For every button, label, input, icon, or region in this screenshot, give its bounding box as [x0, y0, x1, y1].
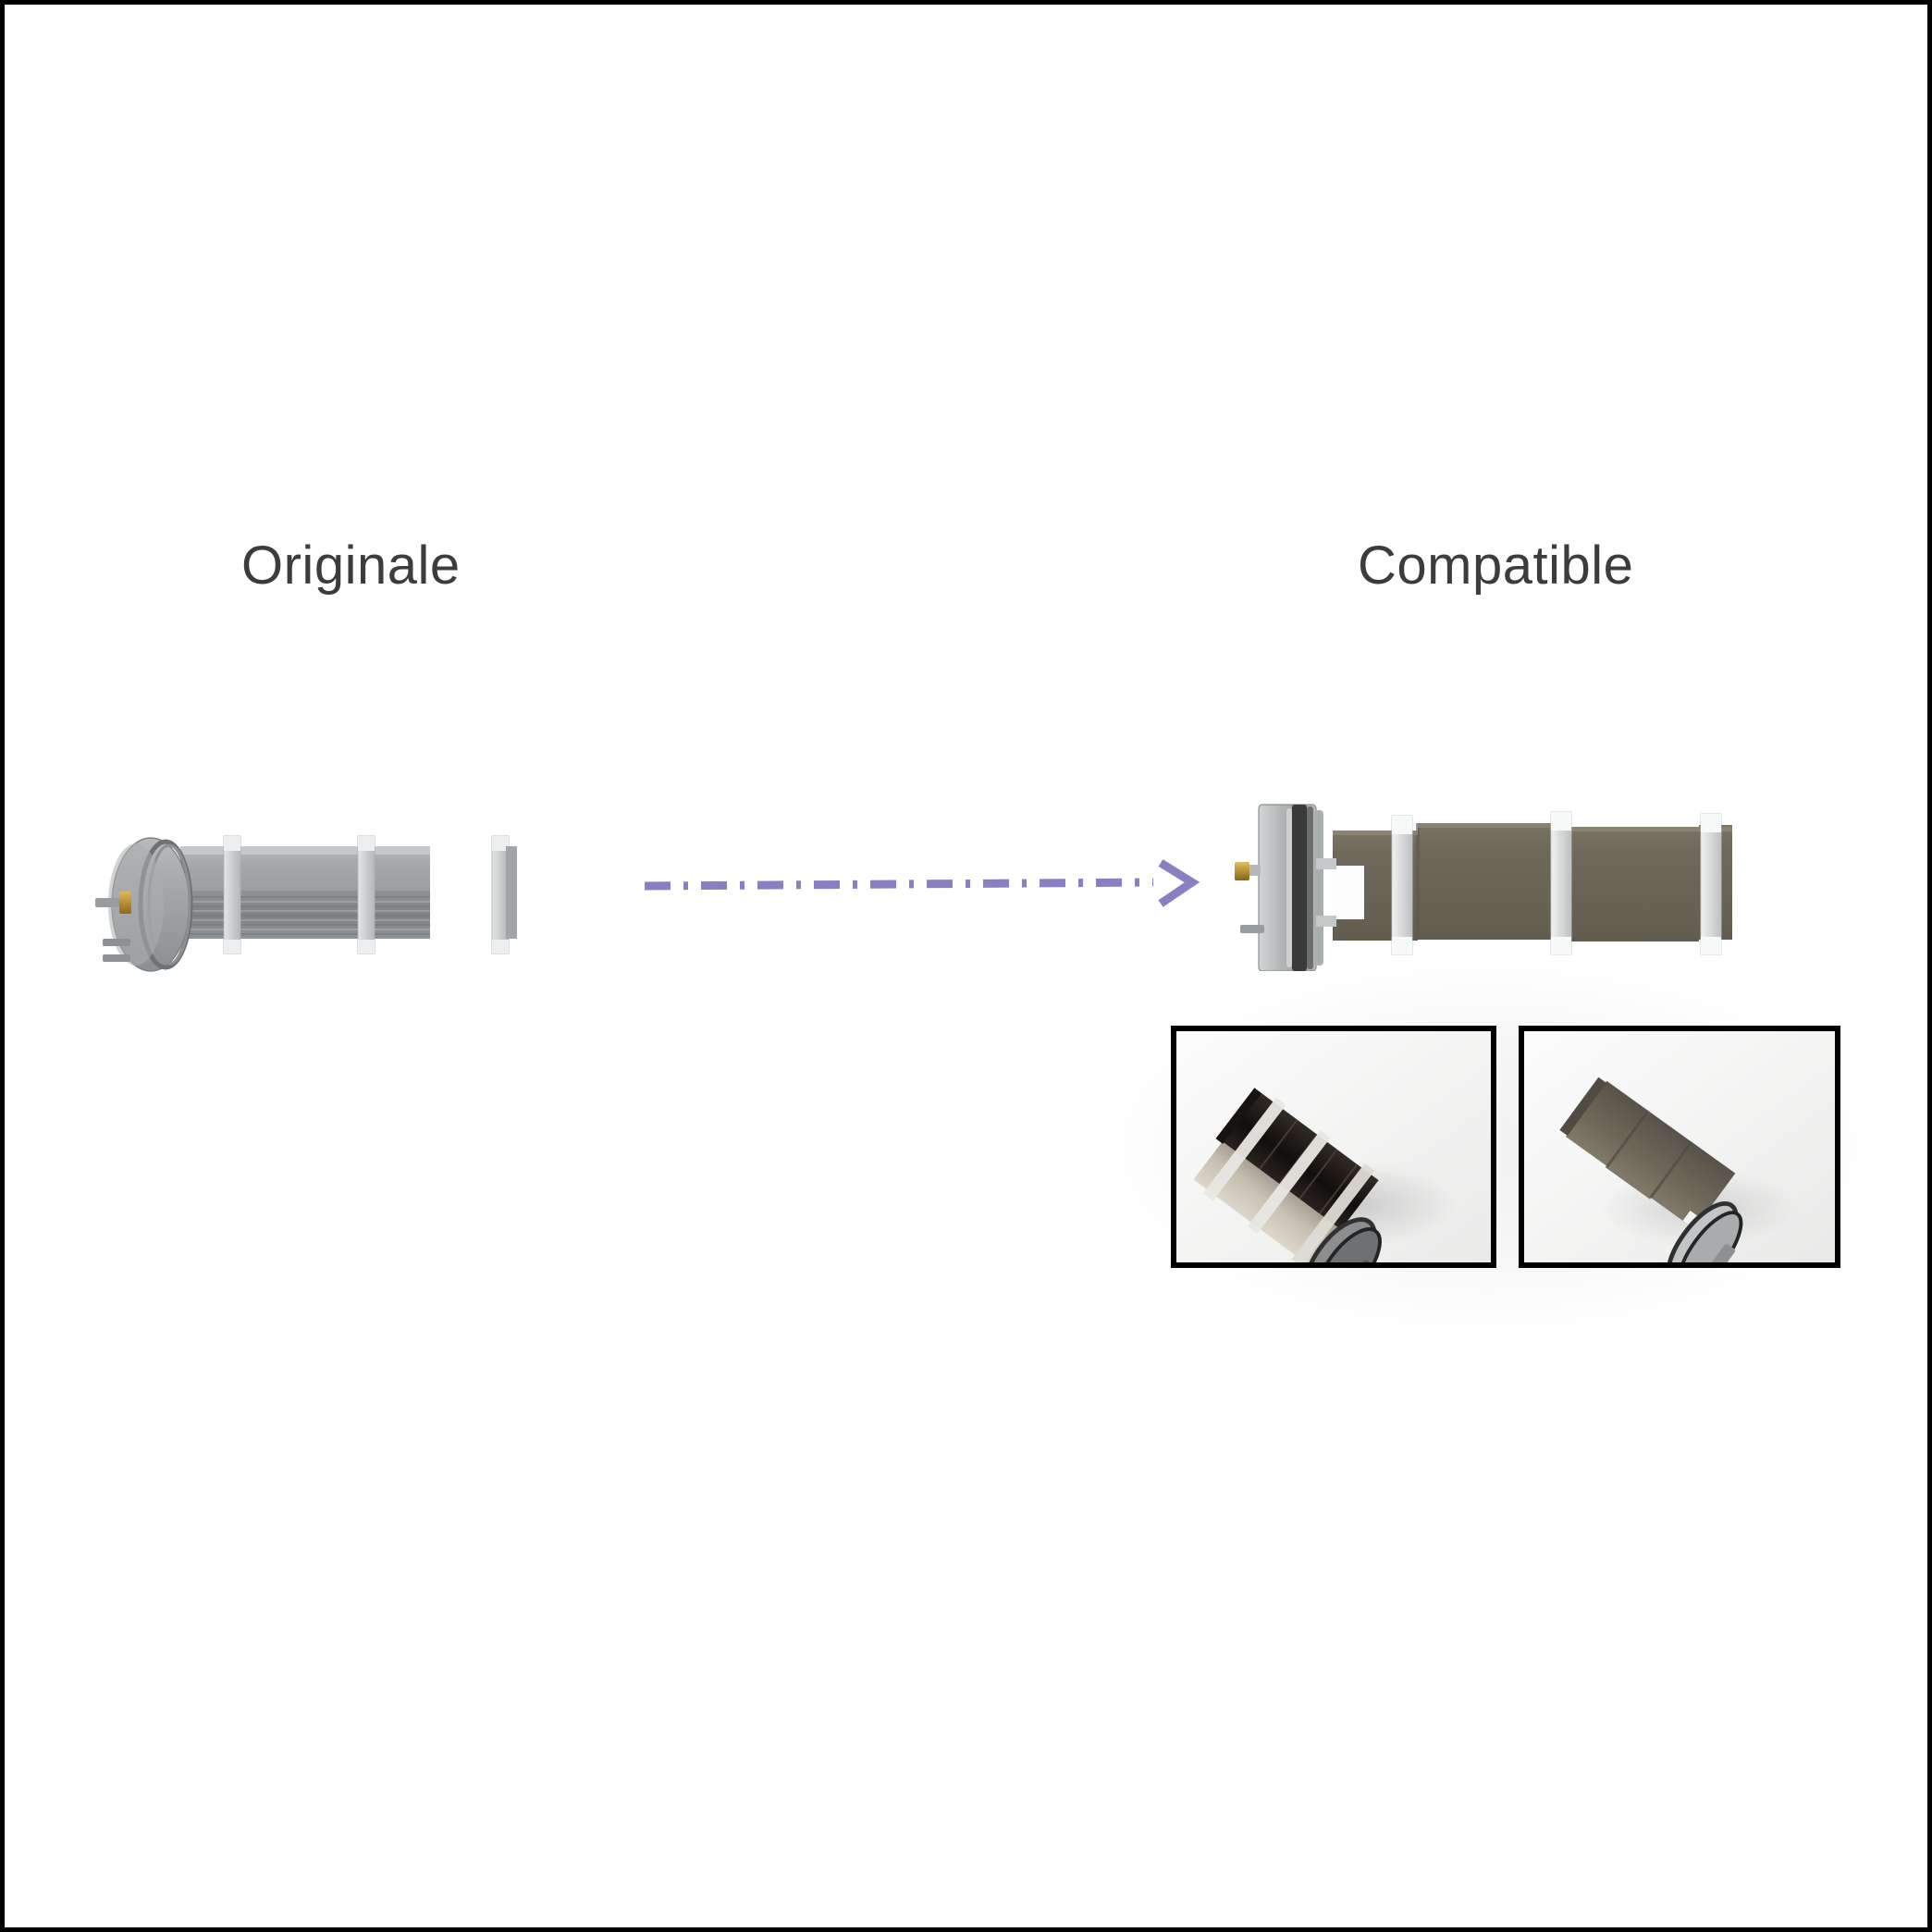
original-column-label: Originale: [241, 535, 461, 596]
compatible-strap-bottom: [1316, 916, 1336, 927]
compatible-strap-top: [1316, 858, 1336, 869]
transition-arrow: [643, 854, 1207, 918]
thumbnail-element-angled-dark[interactable]: [1171, 1026, 1496, 1268]
compatible-product-name: Résistance stéatite compatible: [5, 5, 6, 6]
original-flange: [95, 837, 193, 972]
arrow-dash-line: [644, 878, 1154, 891]
compatible-column-label: Compatible: [1358, 535, 1634, 596]
original-product-name: Résistance stéatite originale: [5, 5, 6, 6]
arrow-head-icon: [1158, 859, 1200, 907]
compatible-flange: [1235, 804, 1323, 971]
original-fin-stack: [180, 846, 430, 939]
thumbnail-element-angled-brown[interactable]: [1519, 1026, 1840, 1268]
compatible-product-image: [1235, 786, 1780, 971]
original-clamps: [223, 835, 510, 954]
original-product-image: [88, 795, 550, 980]
compatible-clamps: [1391, 811, 1722, 955]
